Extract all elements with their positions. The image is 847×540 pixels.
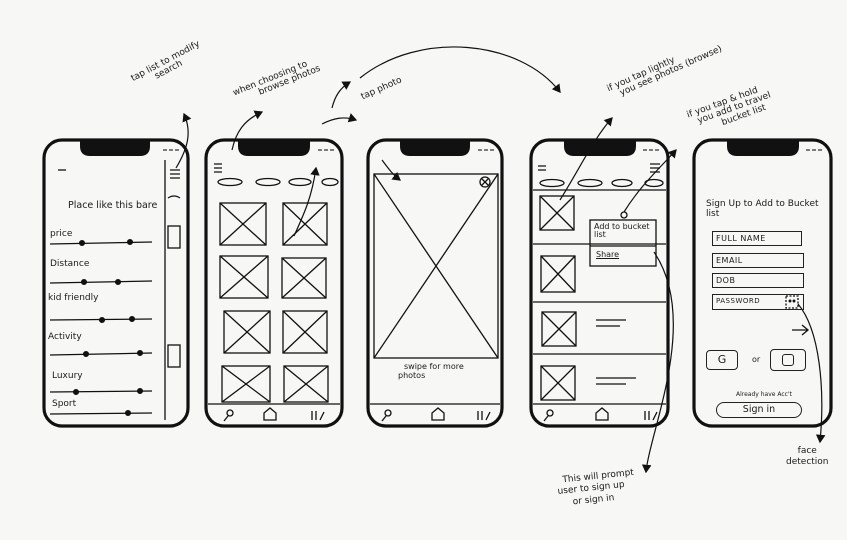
slider-price	[49, 238, 153, 247]
list-thumbnails	[539, 195, 577, 401]
context-menu	[589, 219, 657, 267]
slider-label-distance: Distance	[50, 259, 90, 269]
full-photo	[373, 173, 499, 359]
annotation-line: face	[797, 446, 817, 456]
email-field[interactable]: EMAIL	[712, 253, 804, 268]
menu-add-to-bucket[interactable]: Add to bucket list	[594, 222, 650, 240]
google-label: G	[717, 353, 727, 366]
slider-label-luxury: Luxury	[52, 371, 83, 381]
signup-title-line: Sign Up to Add to Bucket	[706, 199, 819, 209]
menu-line: Add to bucket	[594, 222, 650, 231]
signin-button[interactable]: Sign in	[716, 402, 802, 418]
slider-label-activity: Activity	[48, 332, 82, 342]
full-name-field[interactable]: FULL NAME	[712, 231, 802, 246]
phone-frame-3	[366, 138, 504, 428]
or-label: or	[752, 355, 761, 364]
notch-2	[238, 140, 310, 156]
menu-share[interactable]: Share	[596, 250, 620, 259]
screen1-title: Place like this bare	[68, 200, 158, 211]
face-id-button[interactable]	[770, 349, 806, 371]
password-field[interactable]: PASSWORD	[712, 294, 804, 310]
dob-field[interactable]: DOB	[712, 273, 804, 288]
caption-line: photos	[398, 370, 426, 380]
slider-label-sport: Sport	[52, 399, 77, 409]
notch-5	[727, 140, 799, 156]
annotation-face-detection: face detection	[786, 446, 829, 469]
notch-3	[400, 140, 470, 156]
notch-4	[564, 140, 636, 156]
face-id-icon	[782, 354, 794, 366]
photo-grid	[219, 202, 329, 403]
slider-luxury	[49, 387, 153, 396]
signin-label: Sign in	[742, 404, 776, 415]
phone-frame-4	[529, 138, 670, 428]
close-icon	[479, 176, 491, 188]
signup-title-line: list	[706, 209, 720, 220]
google-signin-button[interactable]: G	[706, 350, 738, 370]
slider-activity	[49, 349, 153, 358]
slider-distance	[49, 278, 153, 286]
slider-sport	[49, 409, 153, 417]
slider-label-price: price	[50, 229, 73, 239]
caption-line: swipe for more	[404, 362, 464, 371]
annotation-line: detection	[786, 457, 829, 468]
menu-line: list	[594, 230, 606, 240]
signup-title: Sign Up to Add to Bucket list	[706, 199, 819, 220]
notch-1	[80, 140, 150, 156]
swipe-caption: swipe for more photos	[398, 362, 464, 381]
already-account-text: Already have Acc't	[736, 391, 792, 398]
slider-label-kid: kid friendly	[48, 293, 99, 303]
slider-kid	[49, 315, 153, 324]
